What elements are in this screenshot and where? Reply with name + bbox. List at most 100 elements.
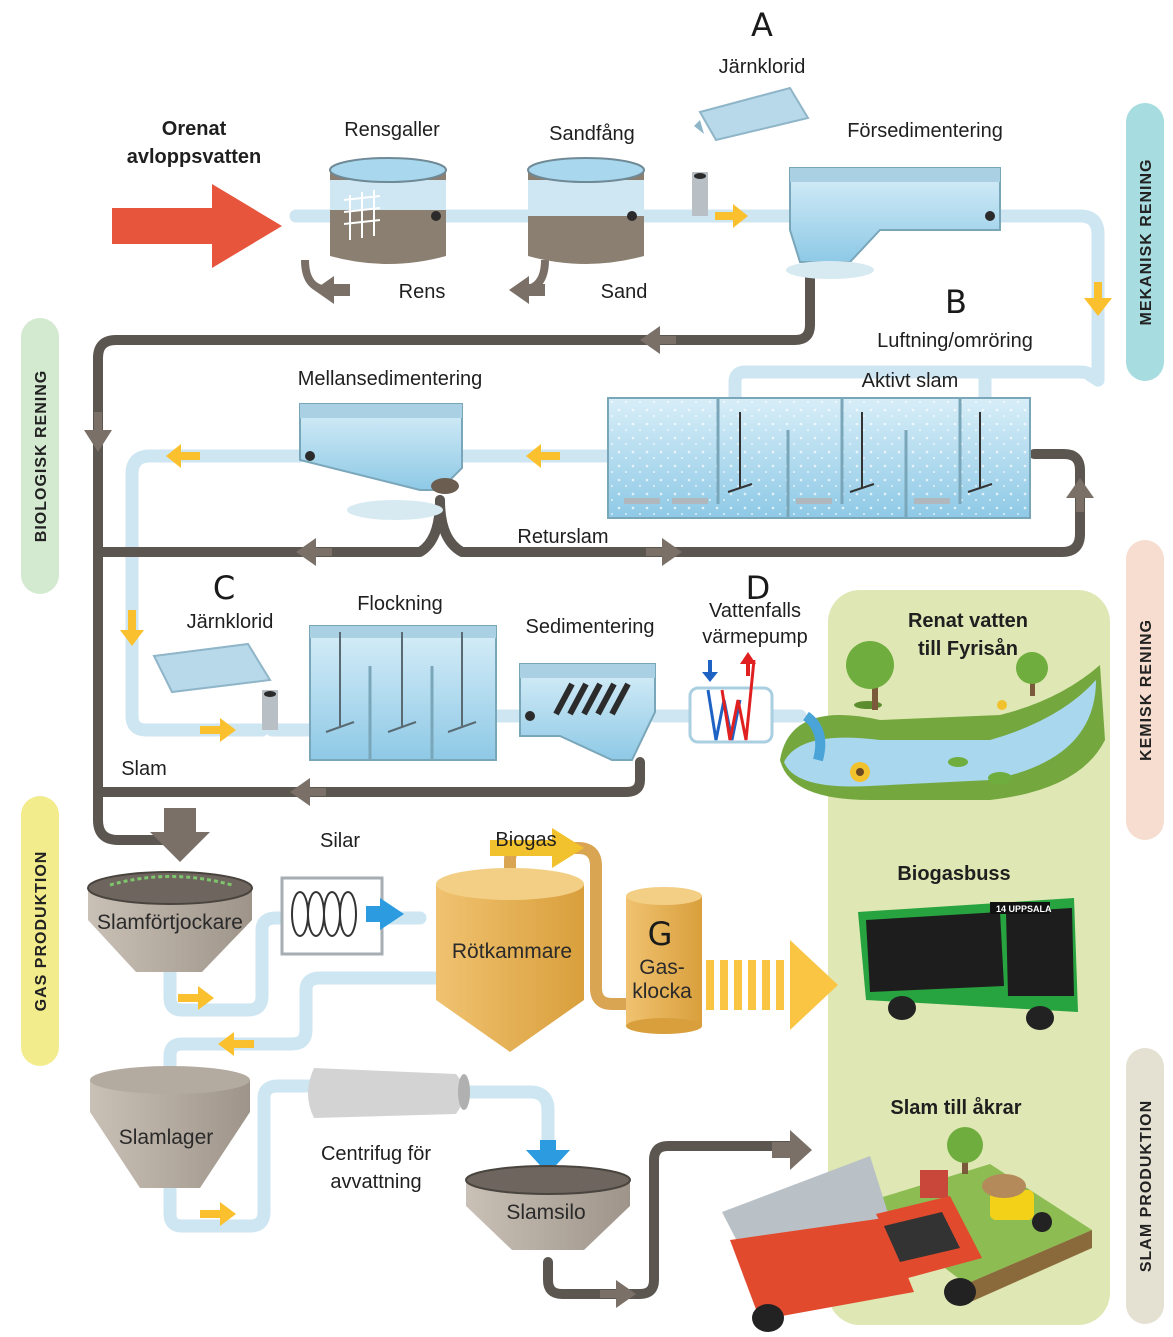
- biogas-bus: 14 UPPSALA: [858, 898, 1078, 1030]
- sand-outlet: [519, 259, 549, 294]
- label-inflow-2: avloppsvatten: [127, 146, 261, 168]
- sandfang-tank: [527, 157, 645, 264]
- section-label-kemisk: KEMISK RENING: [1138, 619, 1155, 761]
- marker-b: B: [945, 283, 967, 321]
- lamella-plates: [553, 682, 631, 716]
- field-scene: [860, 1127, 1092, 1304]
- rensgaller-tank: [329, 157, 447, 264]
- label-returslam: Returslam: [517, 526, 608, 548]
- sludge-arrow-2: [84, 412, 112, 452]
- label-varmepump-1: Vattenfalls: [709, 600, 801, 622]
- biogas-arrow: [490, 828, 584, 868]
- flow-arrow-1: [715, 204, 748, 228]
- flockning-tank: [309, 625, 497, 761]
- label-inflow-1: Orenat: [162, 118, 227, 140]
- river-scene: [780, 641, 1105, 800]
- sludge-arrow-3: [296, 538, 332, 566]
- sludge-arrow-6: [290, 778, 326, 806]
- section-tag-gas: GAS PRODUKTION: [21, 796, 59, 1066]
- mixers: [727, 412, 993, 493]
- section-tag-biologisk: BIOLOGISK RENING: [21, 318, 59, 594]
- tree-icon: [846, 641, 894, 689]
- label-rensgaller: Rensgaller: [344, 119, 440, 141]
- forsedimentering-tank: [786, 167, 1001, 279]
- mellansedimentering-tank: [299, 403, 463, 520]
- varmepump: [688, 652, 774, 744]
- label-slam: Slam: [121, 758, 167, 780]
- bus-sign: 14 UPPSALA: [996, 904, 1052, 914]
- hot-arrow-icon: [740, 652, 756, 676]
- label-silar: Silar: [320, 830, 360, 852]
- marker-c: C: [213, 569, 235, 607]
- screen-grid: [343, 190, 381, 240]
- slamlager-tank: [90, 1066, 250, 1188]
- section-label-mekanisk: MEKANISK RENING: [1138, 158, 1155, 325]
- water-flow-arrows: [120, 204, 1112, 1226]
- sludge-arrow-5: [1066, 478, 1094, 512]
- gasklocka-tank: [626, 887, 702, 1034]
- rens-outlet: [301, 259, 331, 294]
- flow-arrow-8: [218, 1032, 254, 1056]
- label-gasklocka-1: Gas-: [639, 956, 685, 979]
- label-sandfang: Sandfång: [549, 123, 635, 145]
- sludge-arrow-8: [600, 1280, 636, 1308]
- jarnklorid-container-mid: [152, 642, 278, 730]
- slamsilo-tank: [465, 1165, 631, 1250]
- label-jarnklorid-top: Järnklorid: [719, 56, 806, 78]
- sludge-arrow-1: [640, 326, 676, 354]
- label-slamlager: Slamlager: [119, 1126, 214, 1149]
- label-luftning: Luftning/omröring: [877, 330, 1033, 352]
- label-sedimentering: Sedimentering: [526, 616, 655, 638]
- label-biogas: Biogas: [495, 829, 556, 851]
- inflow-arrow: [112, 184, 282, 268]
- jarnklorid-container-top: [692, 86, 810, 216]
- label-rens: Rens: [399, 281, 446, 303]
- marker-d: D: [746, 569, 771, 607]
- label-jarnklorid-mid: Järnklorid: [187, 611, 274, 633]
- label-mellansedimentering: Mellansedimentering: [298, 368, 483, 390]
- flow-arrow-9: [200, 1202, 236, 1226]
- label-centrifug-2: avvattning: [330, 1171, 421, 1193]
- label-slam-akrar: Slam till åkrar: [890, 1096, 1021, 1119]
- aktivt-slam-basin: [607, 397, 1031, 519]
- label-gasklocka-2: klocka: [632, 980, 692, 1003]
- centrifug-arrow-icon: [526, 1140, 570, 1174]
- label-forsedimentering: Försedimentering: [847, 120, 1003, 142]
- label-renat-1: Renat vatten: [908, 610, 1028, 632]
- flow-arrow-3: [526, 444, 560, 468]
- dump-truck: [722, 1156, 982, 1332]
- section-label-slam: SLAM PRODUKTION: [1138, 1100, 1155, 1272]
- label-aktivt-slam: Aktivt slam: [862, 370, 959, 392]
- label-flockning: Flockning: [357, 593, 443, 615]
- label-sand: Sand: [601, 281, 648, 303]
- section-label-biologisk: BIOLOGISK RENING: [33, 370, 50, 542]
- label-slamfortjockare: Slamförtjockare: [97, 911, 243, 934]
- field-tree-icon: [947, 1127, 983, 1163]
- cold-arrow-icon: [702, 660, 718, 682]
- label-rotkammare: Rötkammare: [452, 940, 572, 963]
- label-biogasbuss: Biogasbuss: [897, 863, 1010, 885]
- label-varmepump-2: värmepump: [702, 626, 808, 648]
- label-centrifug-1: Centrifug för: [321, 1143, 431, 1165]
- basin-dividers: [716, 398, 962, 518]
- label-slamsilo: Slamsilo: [506, 1201, 585, 1224]
- sludge-arrow-rens: [314, 276, 350, 304]
- tree-icon-2: [1016, 652, 1048, 684]
- sedimentering-tank: [519, 663, 656, 761]
- rotkammare-tank: [436, 868, 584, 1052]
- sludge-arrow-4: [646, 538, 682, 566]
- diffusers: [624, 498, 950, 504]
- flow-arrow-2: [1084, 282, 1112, 316]
- flow-arrow-4: [166, 444, 200, 468]
- section-tag-mekanisk: MEKANISK RENING: [1126, 103, 1164, 381]
- barn-icon: [920, 1170, 948, 1198]
- gas-to-bus-arrow: [706, 940, 838, 1030]
- marker-g: G: [648, 915, 673, 953]
- section-label-gas: GAS PRODUKTION: [33, 851, 50, 1012]
- sludge-arrow-9: [772, 1130, 812, 1170]
- flow-arrow-6: [200, 718, 236, 742]
- centrifug: [308, 1068, 570, 1174]
- silar-screen: [280, 876, 404, 956]
- sludge-arrow-7: [150, 808, 210, 862]
